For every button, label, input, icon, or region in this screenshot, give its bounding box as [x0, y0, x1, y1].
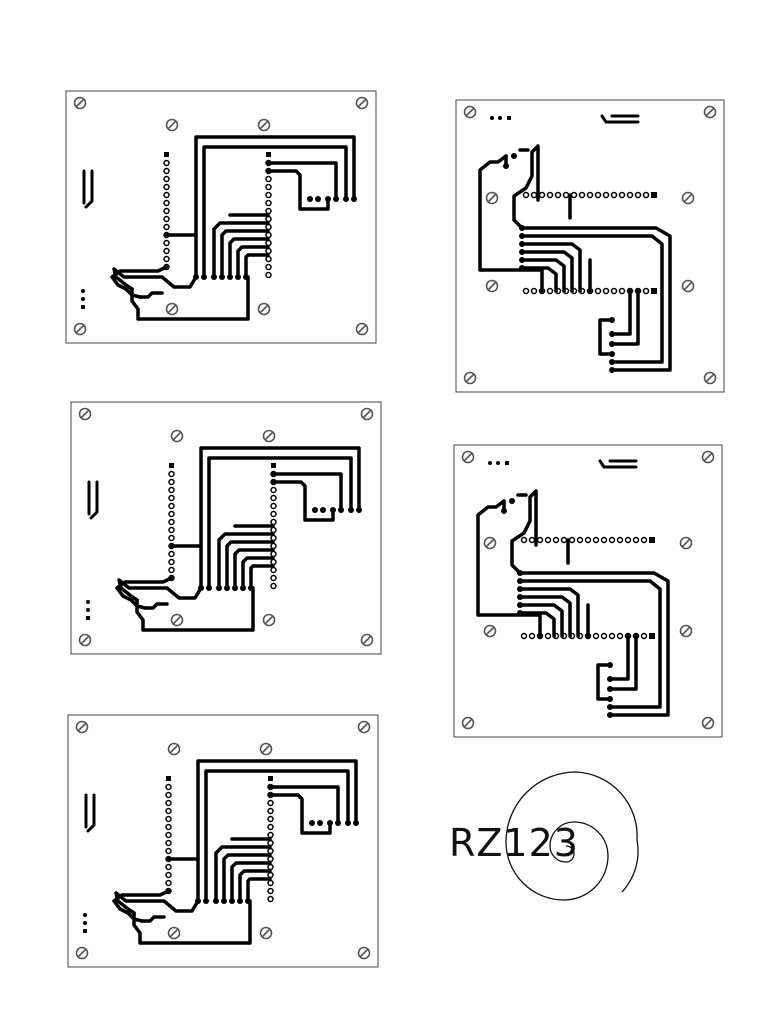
spiral-icon — [505, 771, 639, 901]
pcb-board-2 — [71, 402, 381, 654]
pcb-board-4 — [456, 100, 724, 392]
pcb-board-3 — [68, 715, 378, 967]
brand-label: RZ123 — [449, 821, 579, 865]
pcb-board-1 — [66, 91, 376, 343]
pcb-board-5 — [454, 445, 722, 737]
